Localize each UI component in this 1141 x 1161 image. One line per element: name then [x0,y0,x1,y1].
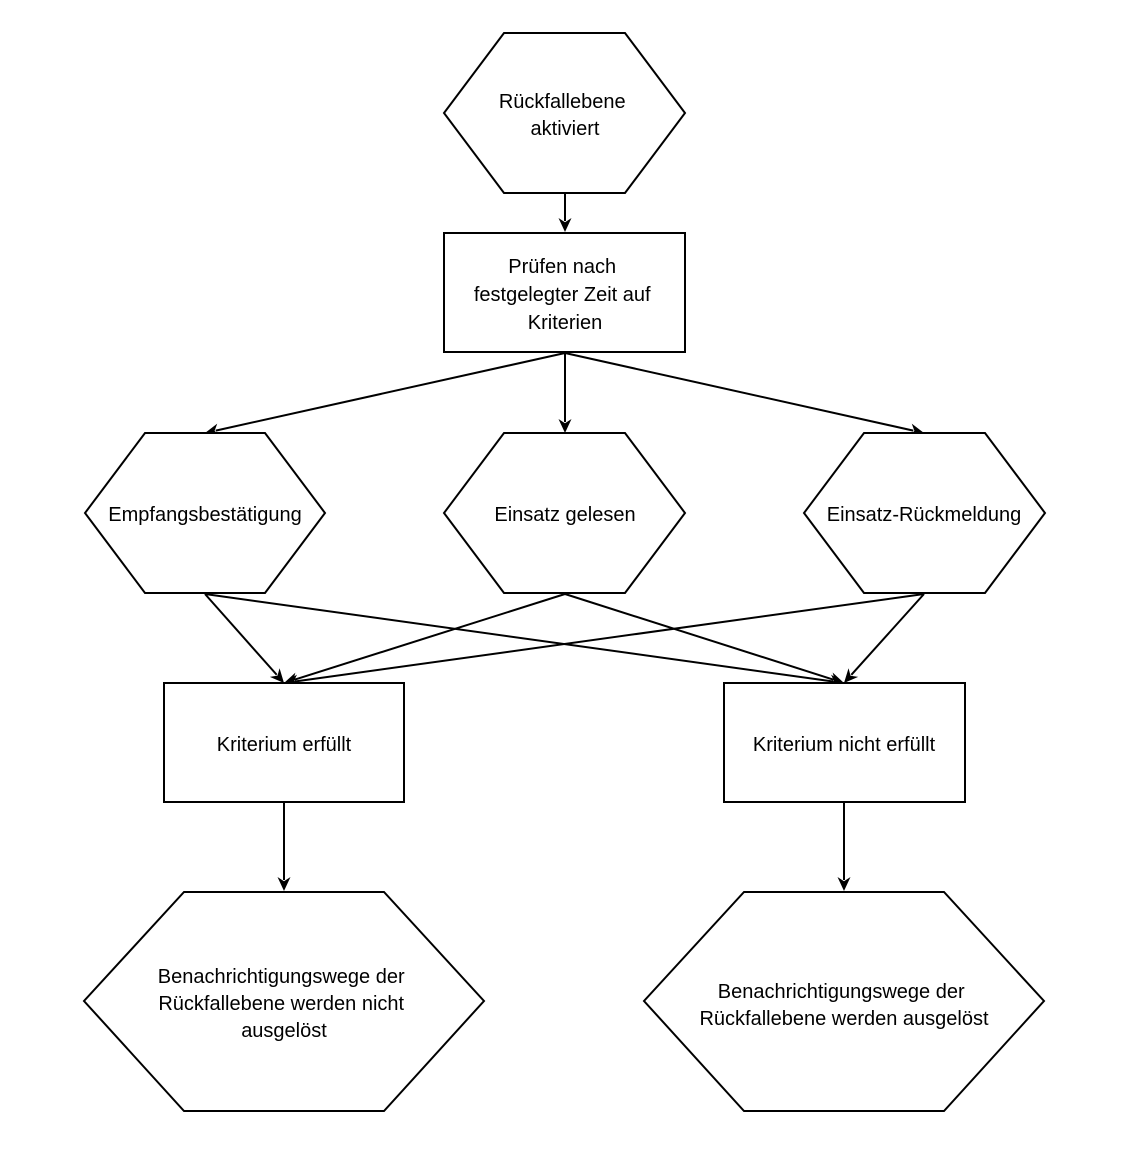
arrowhead-icon [844,668,859,683]
edge-crit2-to-met [294,593,566,681]
arrowhead-icon [837,877,851,891]
edges-layer [204,193,925,891]
check-label-line: Kriterien [528,312,602,334]
crit3-label-line: Einsatz-Rückmeldung [827,504,1022,526]
met-label: Kriterium erfüllt [217,734,352,756]
crit2-label: Einsatz gelesen [494,504,635,526]
outcome-met-label-line: ausgelöst [241,1020,327,1042]
node-notmet: Kriterium nicht erfüllt [723,682,966,803]
edge-crit1-to-met [204,593,278,676]
arrowhead-icon [277,877,291,891]
start-label: Rückfallebene aktiviert [499,91,631,140]
crit1-label-line: Empfangsbestätigung [108,504,301,526]
notmet-rect [723,682,966,803]
node-crit1: Empfangsbestätigung [83,432,327,594]
start-label-line: Rückfallebene [499,91,626,113]
start-label-line: aktiviert [531,118,600,140]
outcome-notmet-label-line: Rückfallebene werden ausgelöst [699,1008,989,1030]
arrowhead-icon [828,672,844,685]
node-check: Prüfen nach festgelegter Zeit auf Kriter… [443,232,686,353]
check-label-line: Prüfen nach [508,256,616,278]
node-crit3: Einsatz-Rückmeldung [802,432,1047,594]
edge-crit2-to-notmet [564,593,834,681]
crit1-label: Empfangsbestätigung [108,504,301,526]
check-rect [443,232,686,353]
arrowhead-icon [269,668,284,683]
notmet-label: Kriterium nicht erfüllt [753,734,936,756]
arrowhead-icon [558,218,572,232]
outcome-met-label-line: Rückfallebene werden nicht [158,993,404,1015]
crit3-label: Einsatz-Rückmeldung [827,504,1022,526]
crit1-hexagon [83,432,327,594]
crit3-hexagon [802,432,1047,594]
arrowhead-icon [558,419,572,433]
node-start: Rückfallebene aktiviert [442,32,687,194]
start-hexagon [442,32,687,194]
met-label-line: Kriterium erfüllt [217,734,352,756]
edge-crit3-to-met [294,593,925,683]
node-outcome-notmet: Benachrichtigungswege der Rückfallebene … [642,891,1046,1112]
notmet-label-line: Kriterium nicht erfüllt [753,734,936,756]
outcome-notmet-label-line: Benachrichtigungswege der [718,981,965,1003]
node-outcome-met: Benachrichtigungswege der Rückfallebene … [82,891,486,1112]
node-crit2: Einsatz gelesen [442,432,687,594]
outcome-met-hexagon [82,891,486,1112]
crit2-label-line: Einsatz gelesen [494,504,635,526]
crit2-hexagon [442,432,687,594]
outcome-met-label-line: Benachrichtigungswege der [158,966,405,988]
check-label-line: festgelegter Zeit auf [474,284,651,306]
met-rect [163,682,405,803]
edge-check-to-crit3 [564,352,914,432]
check-label: Prüfen nach festgelegter Zeit auf Kriter… [474,256,656,334]
outcome-notmet-label: Benachrichtigungswege der Rückfallebene … [699,981,989,1030]
outcome-met-label: Benachrichtigungswege der Rückfallebene … [158,966,410,1042]
edge-crit3-to-notmet [850,593,925,676]
edge-crit1-to-notmet [204,593,834,683]
node-met: Kriterium erfüllt [163,682,405,803]
outcome-notmet-hexagon [642,891,1046,1112]
edge-check-to-crit1 [215,352,566,432]
